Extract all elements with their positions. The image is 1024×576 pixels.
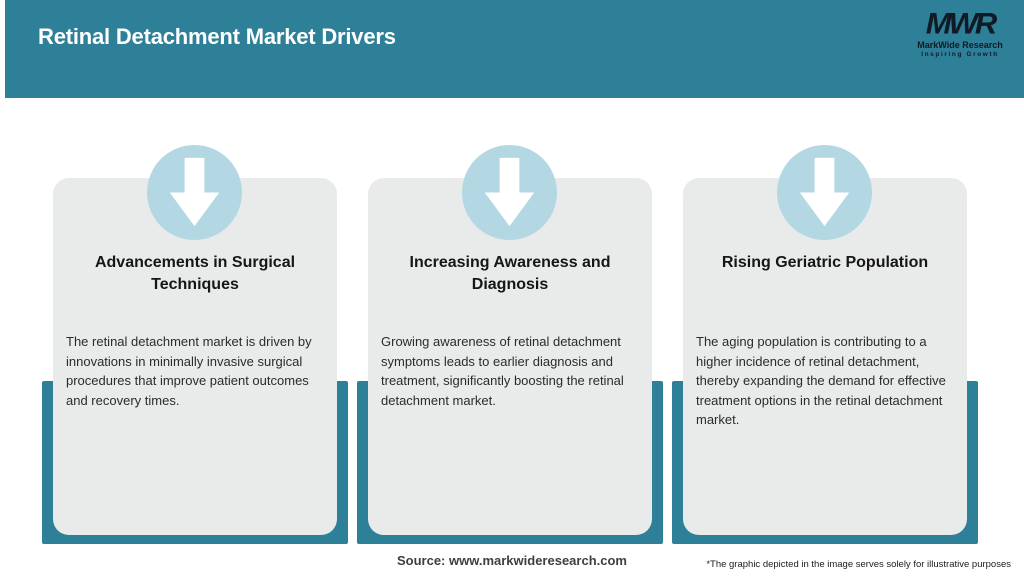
brand-monogram: MWR (925, 6, 997, 41)
header-bar: Retinal Detachment Market Drivers MWR Ma… (5, 0, 1024, 98)
down-arrow-icon (462, 145, 557, 240)
card-title: Rising Geriatric Population (721, 254, 929, 271)
down-arrow-icon (147, 145, 242, 240)
brand-name: MarkWide Research (917, 40, 1003, 50)
brand-logo: MWR MarkWide Research Inspiring Growth (908, 8, 1012, 59)
down-arrow-icon (777, 145, 872, 240)
card-title: Increasing Awareness and Diagnosis (409, 254, 611, 293)
driver-card-geriatric: Rising Geriatric Population The aging po… (683, 178, 967, 535)
source-text: Source: www.markwideresearch.com (396, 553, 627, 568)
card-body-text: Growing awareness of retinal detachment … (381, 334, 624, 408)
card-body-text: The retinal detachment market is driven … (66, 334, 312, 408)
disclaimer-text: *The graphic depicted in the image serve… (706, 559, 1011, 570)
card-body-text: The aging population is contributing to … (696, 334, 946, 427)
brand-tagline: Inspiring Growth (921, 51, 999, 58)
card-title: Advancements in Surgical Techniques (94, 254, 296, 293)
page-title: Retinal Detachment Market Drivers (38, 24, 396, 49)
